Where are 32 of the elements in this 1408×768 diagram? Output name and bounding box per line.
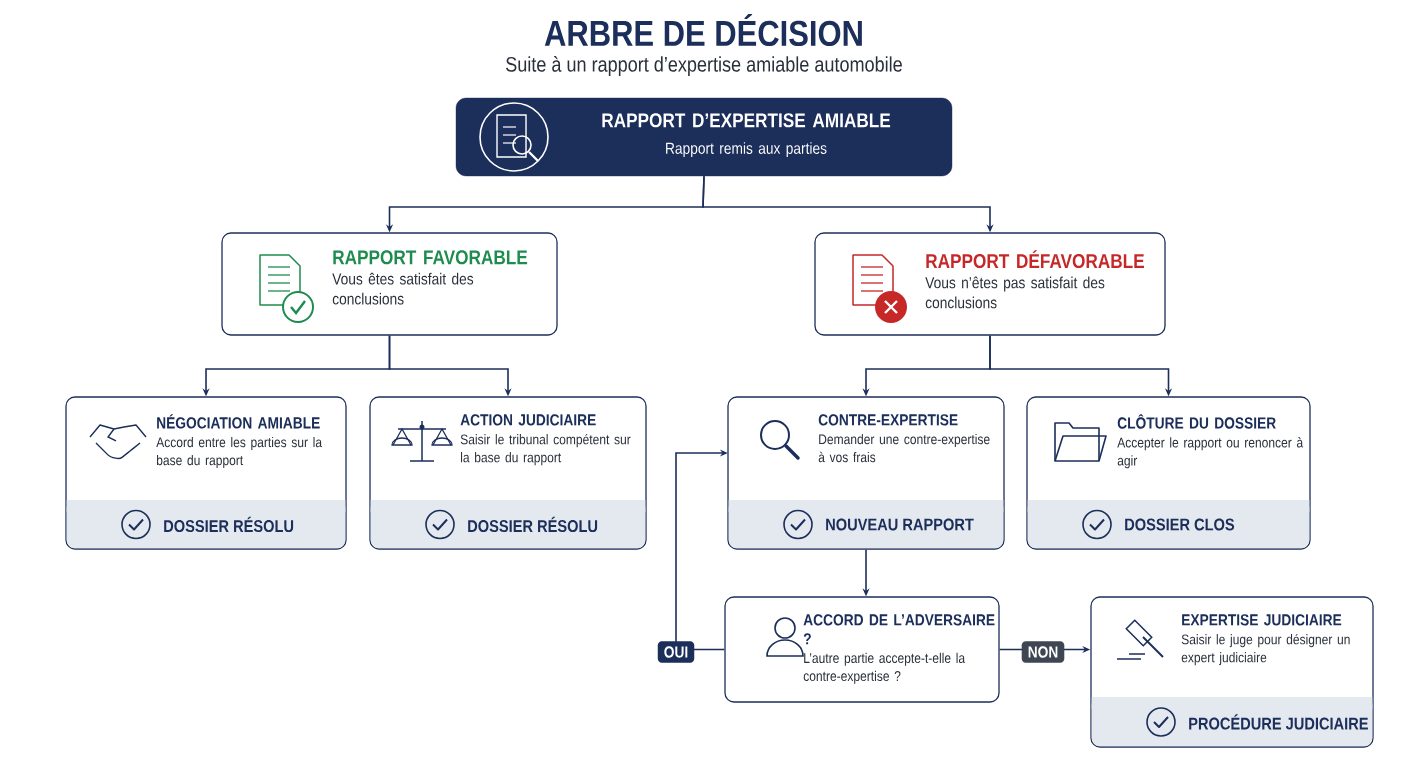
- status-bar: NOUVEAU RAPPORT: [728, 500, 1004, 549]
- card-title: RAPPORT FAVORABLE: [333, 250, 528, 265]
- node-label: DOSSIER RÉSOLU: [164, 516, 294, 533]
- status-bar: DOSSIER RÉSOLU: [66, 500, 346, 549]
- card-title: CONTRE-EXPERTISE: [818, 414, 958, 426]
- node-label: DOSSIER RÉSOLU: [468, 516, 598, 533]
- card-title: RAPPORT DÉFAVORABLE: [926, 250, 1144, 269]
- title: ARBRE DE DÉCISION: [544, 13, 862, 47]
- card-text: Accepter le rapport ou renoncer à agir: [1117, 437, 1304, 469]
- status-bar: DOSSIER CLOS: [1027, 500, 1310, 549]
- card-text: Vous êtes satisfait des conclusions: [332, 272, 474, 305]
- box-subtitle: Rapport remis aux parties: [666, 142, 827, 158]
- card-text: Saisir le juge pour désigner un expert judiciaire: [1181, 633, 1350, 666]
- edge-label: OUI: [657, 641, 695, 663]
- card-text: L’autre partie accepte-t-elle la contre-expertise ?: [803, 652, 966, 684]
- card-title: ACCORD DE L’ADVERSAIRE ?: [803, 614, 995, 645]
- status-bar: DOSSIER RÉSOLU: [370, 500, 646, 549]
- card-title: NÉGOCIATION AMIABLE: [157, 414, 320, 429]
- card-title: EXPERTISE JUDICIAIRE: [1182, 614, 1342, 626]
- subtitle: Suite à un rapport d’expertise amiable automobile: [506, 56, 902, 76]
- card-text: Demander une contre-expertise à vos frais: [818, 433, 990, 463]
- edge-label: NON: [1021, 641, 1065, 663]
- card-title: CLÔTURE DU DOSSIER: [1117, 414, 1276, 429]
- card-title: ACTION JUDICIAIRE: [460, 414, 596, 426]
- card-text: Vous n’êtes pas satisfait des conclusions: [925, 276, 1105, 309]
- status-bar: PROCÉDURE JUDICIAIRE: [1091, 697, 1373, 747]
- node-label: NOUVEAU RAPPORT: [826, 518, 974, 531]
- box-title: RAPPORT D’EXPERTISE AMIABLE: [602, 113, 891, 128]
- node-label: DOSSIER CLOS: [1125, 518, 1235, 531]
- card-text: Accord entre les parties sur la base du rapport: [156, 436, 323, 468]
- card-text: Saisir le tribunal compétent sur la base du rapport: [460, 433, 631, 466]
- node-label: PROCÉDURE JUDICIAIRE: [1189, 714, 1368, 730]
